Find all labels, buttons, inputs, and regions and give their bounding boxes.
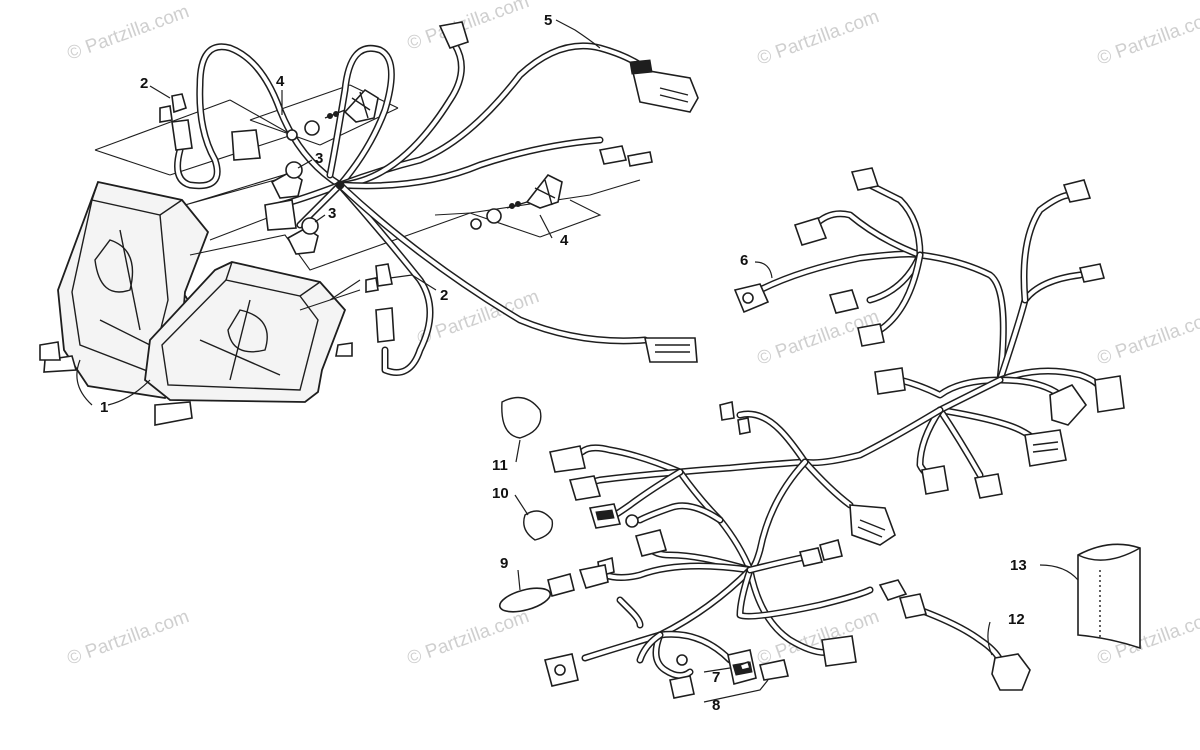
bulb-sockets — [159, 93, 395, 343]
watermark: © Partzilla.com — [1095, 6, 1200, 70]
callout-4-upper: 4 — [276, 73, 285, 90]
callout-8: 8 — [712, 697, 720, 714]
callout-12: 12 — [1008, 611, 1025, 628]
inline-connector — [878, 579, 908, 601]
watermark: © Partzilla.com — [755, 6, 882, 70]
main-harness-connectors — [544, 167, 1125, 699]
clip-10 — [523, 510, 554, 541]
leader-lines — [76, 19, 1079, 703]
top-connector — [438, 21, 469, 49]
adjuster-upper — [286, 88, 379, 141]
connector-8 — [759, 659, 789, 681]
watermark: © Partzilla.com — [405, 606, 532, 670]
headlight-assembly — [39, 180, 353, 426]
clips — [501, 396, 554, 541]
socket-connector — [231, 129, 261, 161]
watermark: © Partzilla.com — [405, 0, 532, 55]
watermark: © Partzilla.com — [65, 1, 192, 65]
main-harness-lower — [578, 406, 944, 679]
callout-6: 6 — [740, 252, 748, 269]
callout-9: 9 — [500, 555, 508, 572]
callout-13: 13 — [1010, 557, 1027, 574]
callouts: 1 2 2 3 3 4 4 5 6 7 8 9 10 11 12 13 — [100, 12, 1027, 714]
lower-right-connector — [644, 337, 698, 363]
main-headlight-connector — [630, 67, 699, 113]
socket-upper — [171, 93, 187, 114]
callout-11: 11 — [492, 457, 508, 474]
callout-4-lower: 4 — [560, 232, 569, 249]
adjuster-lower — [470, 173, 563, 230]
sensor-connector — [991, 653, 1031, 691]
callout-2-upper: 2 — [140, 75, 148, 92]
watermark: © Partzilla.com — [65, 606, 192, 670]
sensor-harness — [878, 579, 1031, 691]
terminal-connector — [598, 145, 628, 165]
callout-5: 5 — [544, 12, 552, 29]
boot-9 — [498, 573, 575, 613]
callout-2-lower: 2 — [440, 287, 448, 304]
clip-11 — [501, 396, 542, 439]
callout-7: 7 — [712, 669, 720, 686]
headlight-harness — [174, 41, 649, 376]
headlight-harness-connectors — [231, 21, 699, 363]
sleeve-13 — [1077, 543, 1141, 650]
callout-1: 1 — [100, 399, 108, 416]
callout-10: 10 — [492, 485, 509, 502]
adjusters — [286, 88, 563, 230]
callout-3-upper: 3 — [315, 150, 323, 167]
callout-3-lower: 3 — [328, 205, 336, 222]
watermark: © Partzilla.com — [1095, 306, 1200, 370]
multi-pin-connector — [1024, 429, 1067, 467]
socket-lower — [375, 263, 393, 287]
bulbs — [270, 161, 319, 255]
